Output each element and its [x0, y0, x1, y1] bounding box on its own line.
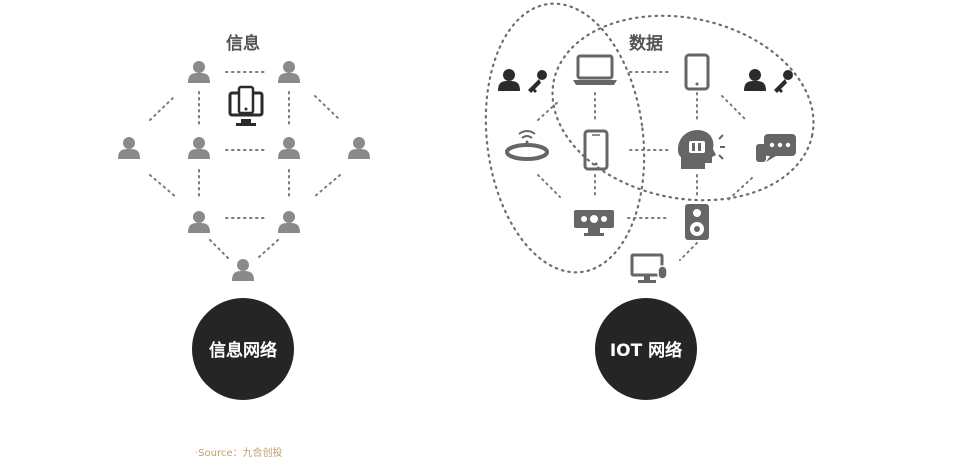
person-icon: [278, 61, 300, 83]
data-oval-left: [484, 2, 646, 274]
iot-network-label: IOT 网络: [610, 340, 682, 361]
person-icon: [188, 61, 210, 83]
person-icon: [118, 137, 140, 159]
person-icon: [278, 211, 300, 233]
ai-head-icon: [678, 130, 725, 169]
data-oval-right: [551, 14, 815, 202]
person-icon: [232, 259, 254, 281]
person-icon: [188, 137, 210, 159]
person-key-icon: [498, 69, 547, 93]
source-note: ·Source：九合创投: [195, 446, 283, 459]
data-title: 数据: [629, 33, 663, 54]
smartphone-icon: [583, 129, 609, 171]
monitor-phone-icon: [228, 85, 264, 126]
info-network: 信息: [118, 33, 370, 400]
smartband-icon: [505, 130, 549, 161]
info-title: 信息: [226, 33, 260, 54]
info-connections: [149, 71, 341, 259]
iot-network: 数据: [484, 2, 815, 400]
desktop-mouse-icon: [630, 253, 668, 283]
iot-connections: [537, 71, 753, 261]
info-network-label: 信息网络: [209, 340, 277, 361]
person-icon: [348, 137, 370, 159]
laptop-icon: [573, 54, 617, 85]
info-network-circle: [192, 298, 294, 400]
camera-device-icon: [574, 210, 614, 236]
person-key-icon: [744, 69, 793, 93]
chat-bubbles-icon: [756, 134, 796, 162]
person-icon: [188, 211, 210, 233]
speaker-icon: [685, 204, 709, 240]
iot-network-circle: [595, 298, 697, 400]
tablet-icon: [684, 53, 710, 91]
person-icon: [278, 137, 300, 159]
